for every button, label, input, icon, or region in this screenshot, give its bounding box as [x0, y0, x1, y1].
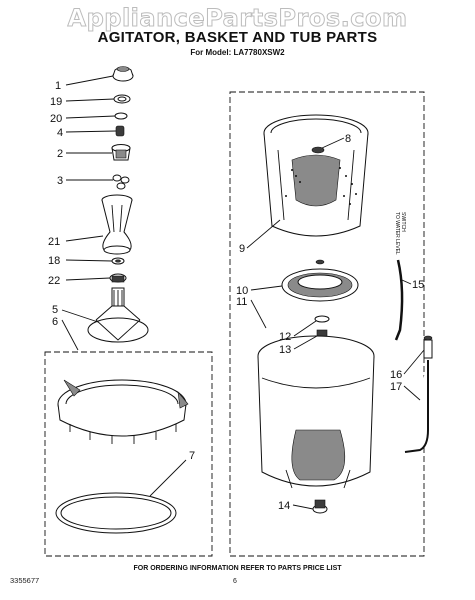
tub-ring-gasket-part [55, 492, 177, 534]
callout-15: 15 [412, 279, 424, 291]
callout-19: 19 [50, 96, 62, 108]
document-number: 3355677 [10, 576, 40, 585]
callout-8: 8 [345, 133, 351, 145]
water-level-switch-note: TO WATER LEVEL SWITCH [394, 212, 406, 255]
o-ring-part [114, 112, 128, 120]
model-number: For Model: LA7780XSW2 [190, 48, 285, 57]
leader-lines [61, 75, 425, 510]
small-bushing-part [115, 125, 125, 137]
callout-10: 10 [236, 285, 248, 297]
pressure-hose-part [394, 259, 404, 341]
agitator-cam-part [111, 144, 131, 161]
pressure-dome-part [423, 335, 433, 359]
callout-13: 13 [279, 344, 291, 356]
callout-18: 18 [48, 255, 60, 267]
callout-3: 3 [57, 175, 63, 187]
callout-2: 2 [57, 148, 63, 160]
callout-1: 1 [55, 80, 61, 92]
outer-tub-part [257, 335, 375, 489]
washer-part [111, 257, 125, 265]
spin-seal-part [314, 315, 330, 341]
page-number: 6 [233, 578, 237, 585]
tub-ring-part [57, 379, 189, 444]
agitator-cap-part [112, 66, 134, 82]
drive-bell-part [109, 273, 127, 283]
callout-4: 4 [57, 127, 63, 139]
callout-14: 14 [278, 500, 290, 512]
callout-22: 22 [48, 275, 60, 287]
assembly-group-outline-right [229, 91, 425, 557]
callout-21: 21 [48, 236, 60, 248]
drain-hose-part [404, 360, 429, 453]
dogs-part [112, 174, 130, 190]
basket-part [263, 114, 369, 237]
callout-5: 5 [52, 304, 58, 316]
assembly-group-outline-left [44, 351, 213, 557]
side-note-line-2: SWITCH [400, 212, 406, 232]
cap-seal-ring-part [113, 94, 131, 104]
callout-17: 17 [390, 381, 402, 393]
callout-6: 6 [52, 316, 58, 328]
watermark-logo-text: AppliancePartsPros.com [67, 4, 408, 33]
diagram-title: AGITATOR, BASKET AND TUB PARTS [97, 29, 378, 46]
snubber-ring-part [281, 259, 359, 302]
agitator-base-part [87, 287, 149, 343]
callout-numbers: 1 19 20 4 2 3 21 18 22 5 6 7 8 9 10 11 1… [48, 80, 424, 512]
callout-20: 20 [50, 113, 62, 125]
ordering-information-note: FOR ORDERING INFORMATION REFER TO PARTS … [133, 565, 342, 572]
callout-9: 9 [239, 243, 245, 255]
callout-16: 16 [390, 369, 402, 381]
side-note-line-1: TO WATER LEVEL [394, 212, 400, 255]
callout-7: 7 [189, 450, 195, 462]
tub-bottom-nut-part [312, 499, 328, 514]
basket-perforations [285, 167, 357, 205]
callout-12: 12 [279, 331, 291, 343]
callout-11: 11 [236, 296, 247, 308]
agitator-barrel-part [101, 194, 133, 255]
